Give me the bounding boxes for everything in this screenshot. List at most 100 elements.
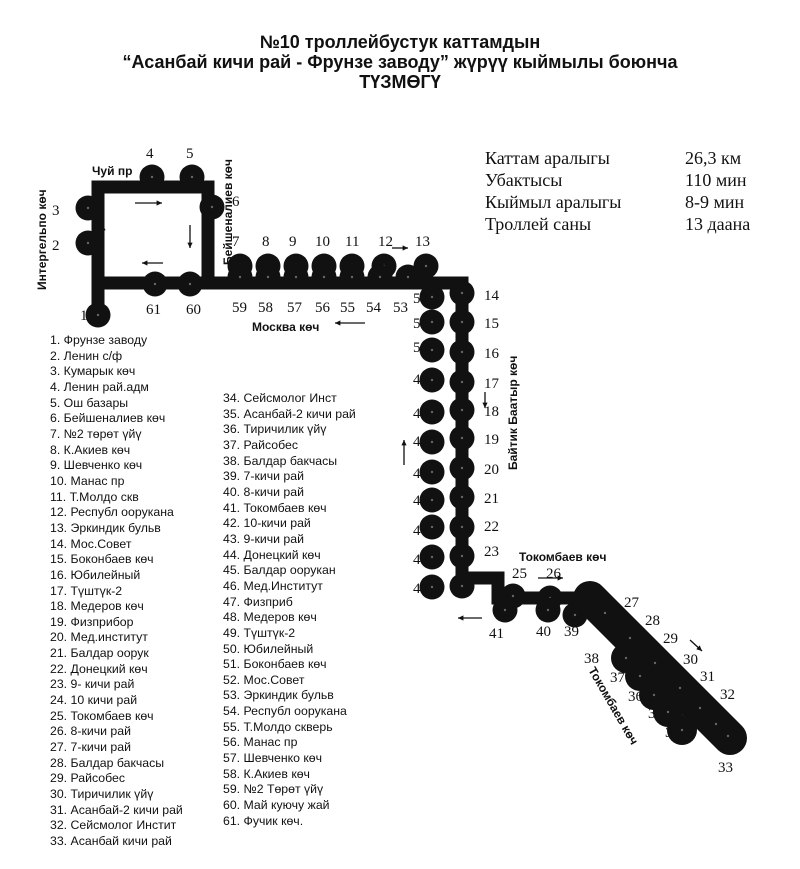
stop-marker-dot bbox=[430, 555, 434, 559]
stop-number-label: 23 bbox=[484, 544, 499, 560]
stop-number-label: 38 bbox=[584, 651, 599, 667]
stop-list-item: 59. №2 Төрөт үйү bbox=[223, 782, 324, 797]
stop-number-label: 7 bbox=[232, 234, 240, 250]
stop-marker-dot bbox=[460, 584, 464, 588]
direction-arrowhead bbox=[696, 645, 702, 651]
stop-marker-dot bbox=[188, 282, 192, 286]
direction-arrowhead bbox=[401, 440, 407, 446]
stop-number-label: 24 bbox=[484, 571, 500, 587]
stop-marker-dot bbox=[698, 706, 702, 710]
street-label-baitik: Байтик Баатыр көч bbox=[506, 356, 520, 470]
stop-number-label: 27 bbox=[624, 595, 640, 611]
stop-number-label: 59 bbox=[232, 300, 247, 316]
stop-number-label: 14 bbox=[484, 288, 500, 304]
stop-marker-dot bbox=[96, 313, 100, 317]
stop-number-label: 42 bbox=[413, 581, 428, 597]
direction-arrowhead bbox=[557, 575, 563, 581]
stop-list-item: 30. Тиричилик үйү bbox=[50, 787, 154, 802]
stop-number-label: 57 bbox=[287, 300, 303, 316]
stop-list-item: 48. Медеров көч bbox=[223, 610, 317, 625]
stop-number-label: 9 bbox=[289, 234, 297, 250]
stop-number-label: 53 bbox=[393, 300, 408, 316]
stat-value: 26,3 км bbox=[685, 148, 742, 168]
stop-number-label: 34 bbox=[665, 725, 681, 741]
direction-arrowhead bbox=[335, 320, 341, 326]
stop-list-item: 24. 10 кичи рай bbox=[50, 693, 138, 708]
stop-list-item: 43. 9-кичи рай bbox=[223, 531, 304, 546]
stop-list-item: 50. Юбилейный bbox=[223, 641, 314, 656]
stop-list-item: 57. Шевченко көч bbox=[223, 751, 323, 766]
stop-marker-dot bbox=[726, 734, 730, 738]
stop-marker-dot bbox=[653, 661, 657, 665]
stop-marker-dot bbox=[573, 613, 577, 617]
stop-number-label: 47 bbox=[413, 434, 429, 450]
street-label-tokombaev: Токомбаев көч bbox=[519, 550, 606, 564]
stop-number-label: 3 bbox=[52, 203, 60, 219]
stop-list-item: 56. Манас пр bbox=[223, 735, 298, 750]
stop-list-item: 61. Фучик көч. bbox=[223, 813, 304, 828]
stop-list-item: 25. Токомбаев көч bbox=[50, 708, 154, 723]
stop-list-item: 52. Мос.Совет bbox=[223, 672, 305, 687]
stop-list-item: 17. Түштүк-2 bbox=[50, 583, 123, 598]
street-labels: Чуй пр Интергельпо көч Бейшеналиев көч М… bbox=[35, 159, 641, 747]
stop-list-item: 20. Мед.институт bbox=[50, 630, 148, 645]
stop-number-label: 36 bbox=[628, 689, 644, 705]
stop-number-label: 35 bbox=[648, 706, 663, 722]
stop-number-label: 8 bbox=[262, 234, 270, 250]
street-label-beishenaliev: Бейшеналиев көч bbox=[221, 159, 235, 265]
stop-number-label: 12 bbox=[378, 234, 393, 250]
stop-number-label: 39 bbox=[564, 624, 579, 640]
stop-marker-dot bbox=[430, 410, 434, 414]
stop-number-label: 22 bbox=[484, 519, 499, 535]
stop-list-item: 34. Сейсмолог Инст bbox=[223, 391, 337, 405]
stop-number-label: 60 bbox=[186, 302, 201, 318]
stop-list-item: 45. Балдар оорукан bbox=[223, 563, 336, 578]
stop-marker-dot bbox=[350, 275, 354, 279]
stop-marker-dot bbox=[460, 350, 464, 354]
stop-number-label: 41 bbox=[489, 626, 504, 642]
stop-marker-dot bbox=[430, 378, 434, 382]
stop-list-item: 40. 8-кичи рай bbox=[223, 484, 304, 499]
stat-label: Троллей саны bbox=[485, 214, 592, 234]
stop-marker-dot bbox=[430, 525, 434, 529]
stop-marker-dot bbox=[503, 608, 507, 612]
stop-list-item: 19. Физприбор bbox=[50, 614, 134, 629]
stat-value: 110 мин bbox=[685, 170, 747, 190]
stop-list-item: 18. Медеров көч bbox=[50, 599, 144, 614]
stop-number-label: 10 bbox=[315, 234, 330, 250]
stop-marker-dot bbox=[460, 466, 464, 470]
stop-marker-dot bbox=[430, 498, 434, 502]
stop-list-item: 33. Асанбай кичи рай bbox=[50, 834, 172, 848]
stop-list-column-2: 34. Сейсмолог Инст 35. Асанбай-2 кичи ра… bbox=[223, 391, 356, 829]
stop-number-label: 43 bbox=[413, 552, 428, 568]
direction-arrowhead bbox=[187, 242, 193, 248]
direction-arrowhead bbox=[100, 225, 106, 231]
stop-number-label: 26 bbox=[546, 566, 562, 582]
stop-list-item: 12. Республ оорукана bbox=[50, 505, 174, 520]
stop-list-item: 5. Ош базары bbox=[50, 395, 129, 410]
stop-marker-dot bbox=[210, 205, 214, 209]
stop-number-label: 5 bbox=[186, 146, 194, 162]
stop-list-item: 3. Кумарык көч bbox=[50, 364, 136, 379]
stop-marker-dot bbox=[86, 206, 90, 210]
stop-number-label: 55 bbox=[340, 300, 355, 316]
route-stats: Каттам аралыгы 26,3 км Убактысы 110 мин … bbox=[485, 148, 775, 236]
stop-number-label: 49 bbox=[413, 372, 428, 388]
stop-number-label: 58 bbox=[258, 300, 273, 316]
stop-number-label: 16 bbox=[484, 346, 500, 362]
stop-marker-dot bbox=[603, 611, 607, 615]
stop-list-item: 26. 8-кичи рай bbox=[50, 724, 131, 739]
stop-number-label: 4 bbox=[146, 146, 154, 162]
stop-number-label: 33 bbox=[718, 760, 733, 776]
stop-marker-dot bbox=[460, 554, 464, 558]
stop-number-label: 48 bbox=[413, 406, 428, 422]
stop-number-label: 25 bbox=[512, 566, 527, 582]
stop-list-item: 29. Райсобес bbox=[50, 771, 126, 786]
stop-marker-dot bbox=[624, 656, 628, 660]
stop-number-label: 45 bbox=[413, 493, 428, 509]
stop-list-item: 60. Май куючу жай bbox=[223, 798, 330, 813]
stop-number-label: 1 bbox=[80, 308, 88, 324]
stop-list-item: 8. К.Акиев көч bbox=[50, 442, 131, 457]
stop-list-item: 51. Боконбаев көч bbox=[223, 657, 327, 672]
